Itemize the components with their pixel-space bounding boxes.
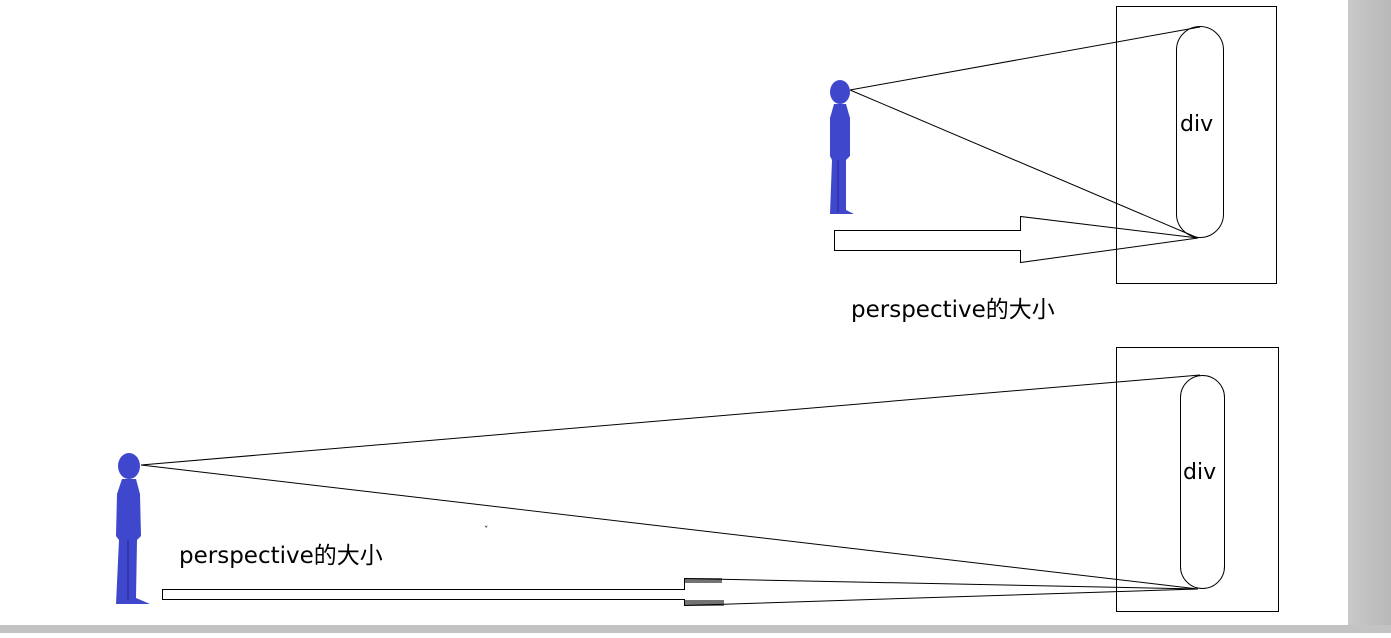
vertical-scrollbar[interactable] xyxy=(1348,0,1391,633)
bottom-diagram: div perspective的大小 ˇ xyxy=(116,347,1279,612)
arrow-head-shading-bottom xyxy=(684,578,722,583)
distance-label-top: perspective的大小 xyxy=(851,297,1055,323)
sight-line-bottom-lower xyxy=(140,464,1199,590)
viewer-figure-icon-top xyxy=(830,80,854,214)
div-ellipse-bottom xyxy=(1180,375,1225,589)
div-box-bottom xyxy=(1116,347,1279,612)
sight-line-top-upper xyxy=(849,26,1201,91)
viewer-figure-icon-bottom xyxy=(116,453,150,604)
div-label-top: div xyxy=(1180,112,1213,137)
horizontal-scrollbar[interactable] xyxy=(0,625,1391,633)
sight-line-top-lower xyxy=(849,89,1199,239)
distance-label-bottom: perspective的大小 xyxy=(179,543,383,569)
arrow-head-shading-bottom-2 xyxy=(684,600,724,606)
div-box-top xyxy=(1116,6,1277,284)
top-diagram: div perspective的大小 xyxy=(830,6,1277,323)
distance-arrow-top xyxy=(834,215,1199,264)
stray-mark: ˇ xyxy=(484,525,489,536)
div-ellipse-top xyxy=(1176,26,1224,238)
div-label-bottom: div xyxy=(1183,460,1216,485)
sight-line-bottom-upper xyxy=(140,374,1201,466)
distance-arrow-bottom xyxy=(162,577,1199,607)
